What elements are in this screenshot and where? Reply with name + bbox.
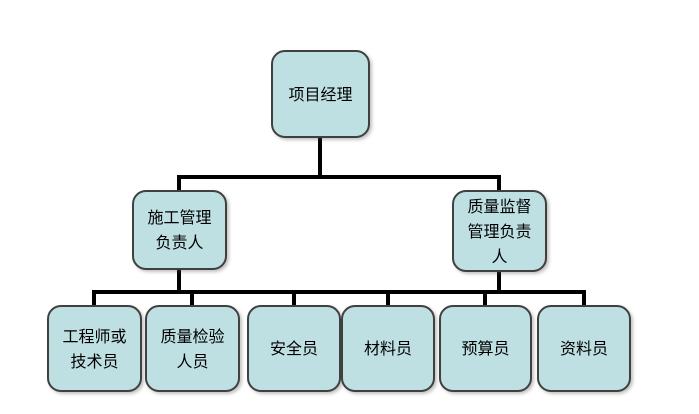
node-material-officer: 材料员 [341,305,435,392]
node-quality-inspection-staff-label: 质量检验 人员 [160,326,225,371]
connector-drop-quality-manager [497,175,501,192]
connector-riser-construction-manager [177,268,181,294]
node-construction-manager: 施工管理 负责人 [132,190,227,270]
node-document-officer-label: 资料员 [559,339,608,358]
connector-drop-document-officer [582,290,586,307]
node-budget-officer-label: 预算员 [461,339,510,358]
node-project-manager-label: 项目经理 [288,84,353,104]
node-project-manager: 项目经理 [271,50,370,138]
connector-drop-material-officer [386,290,390,307]
connector-riser-quality-manager [497,270,501,294]
connector-drop-quality-inspection [190,290,194,307]
connector-root-stem [318,136,322,179]
node-safety-officer: 安全员 [247,305,341,392]
connector-drop-budget-officer [483,290,487,307]
node-quality-supervision-manager-label: 质量监督 管理负责 人 [467,196,532,266]
node-construction-manager-label: 施工管理 负责人 [147,208,212,252]
node-quality-inspection-staff: 质量检验 人员 [145,305,240,392]
connector-drop-engineer [92,290,96,307]
node-document-officer: 资料员 [537,305,631,392]
connector-drop-construction-manager [177,175,181,192]
connector-level3-crossbar [92,290,586,294]
node-engineer-or-technician-label: 工程师或 技术员 [62,326,127,371]
node-safety-officer-label: 安全员 [269,339,318,358]
node-budget-officer: 预算员 [439,305,532,392]
connector-drop-safety-officer [292,290,296,307]
node-quality-supervision-manager: 质量监督 管理负责 人 [452,190,547,272]
node-engineer-or-technician: 工程师或 技术员 [47,305,142,392]
connector-level2-crossbar [177,175,501,179]
node-material-officer-label: 材料员 [363,339,412,358]
